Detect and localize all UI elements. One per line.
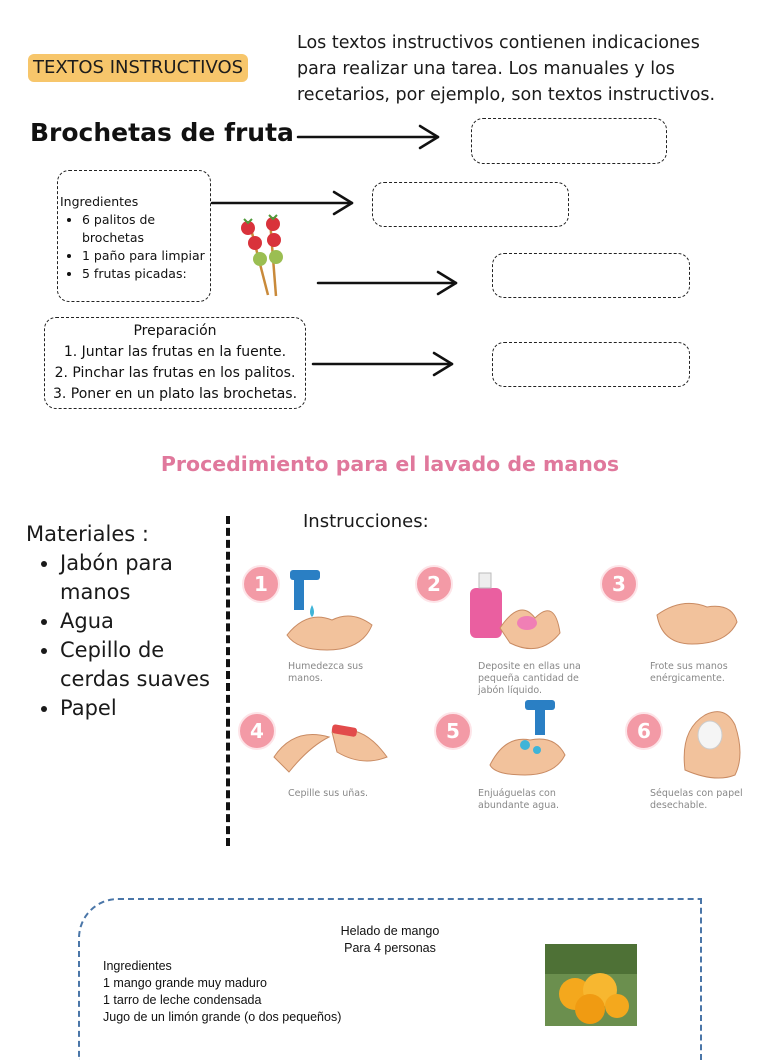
topic-tag: TEXTOS INSTRUCTIVOS [28, 54, 249, 82]
recipe-title: Brochetas de fruta [30, 118, 294, 147]
step-badge: 1 [242, 565, 280, 603]
arrow-right-icon [210, 190, 354, 216]
arrow-right-icon [311, 351, 454, 377]
list-item: 3. Poner en un plato las brochetas. [52, 386, 298, 402]
answer-box-preparation[interactable] [492, 342, 690, 387]
intro-paragraph: Los textos instructivos contienen indica… [297, 33, 716, 105]
paper-towel-hands-icon [683, 711, 741, 779]
preparation-box: Preparación 1. Juntar las frutas en la f… [44, 317, 306, 409]
list-item: 6 palitos de brochetas [82, 211, 210, 247]
ingredients-heading: Ingredientes [103, 959, 172, 973]
step-badge: 5 [434, 712, 472, 750]
helado-title: Helado de mango [340, 924, 440, 938]
faucet-hands-icon [286, 570, 373, 651]
step-badge: 6 [625, 712, 663, 750]
list-item: 2. Pinchar las frutas en los palitos. [54, 365, 296, 381]
step-caption: Séquelas con papel desechable. [650, 788, 743, 811]
list-item: Jugo de un limón grande (o dos pequeños) [103, 1010, 342, 1024]
step-caption: Deposite en ellas una pequeña cantidad d… [478, 661, 581, 696]
ingredients-box: Ingredientes 6 palitos de brochetas 1 pa… [57, 170, 211, 302]
list-item: 1 mango grande muy maduro [103, 976, 267, 990]
recipe-arrows-layer [210, 124, 458, 377]
step-badge: 3 [600, 565, 638, 603]
materials-list-block: Materiales : Jabón para manos Agua Cepil… [26, 520, 210, 723]
list-item: Jabón para manos [60, 549, 210, 607]
preparation-heading: Preparación [133, 323, 217, 339]
section-title: Procedimiento para el lavado de manos [160, 452, 620, 476]
helado-ingredients: Ingredientes 1 mango grande muy maduro 1… [103, 958, 341, 1026]
materials-heading: Materiales : [26, 522, 149, 546]
step-badge: 4 [238, 712, 276, 750]
arrow-right-icon [316, 270, 458, 296]
list-item: 5 frutas picadas: [82, 265, 210, 283]
rubbing-hands-icon [656, 602, 738, 645]
answer-box-image[interactable] [492, 253, 690, 298]
soap-dispenser-icon [470, 572, 561, 650]
list-item: 1. Juntar las frutas en la fuente. [63, 344, 287, 360]
list-item: Papel [60, 694, 210, 723]
mango-ice-cream-image [545, 944, 637, 1026]
helado-subtitle: Para 4 personas [344, 941, 436, 955]
list-item: Cepillo de cerdas suaves [60, 636, 210, 694]
step-badge: 2 [415, 565, 453, 603]
ingredients-list: 6 palitos de brochetas 1 paño para limpi… [58, 211, 210, 283]
arrow-right-icon [296, 124, 440, 150]
mango-ice-cream-recipe: Helado de mango Para 4 personas Ingredie… [78, 898, 702, 1060]
step-caption: Frote sus manos enérgicamente. [650, 661, 728, 684]
nail-brush-icon [273, 724, 388, 773]
list-item: 1 paño para limpiar [82, 247, 210, 265]
vertical-divider [226, 516, 230, 846]
step-caption: Cepille sus uñas. [288, 788, 369, 799]
answer-box-title[interactable] [471, 118, 667, 164]
step-caption: Humedezca sus manos. [288, 661, 364, 684]
list-item: 1 tarro de leche condensada [103, 993, 262, 1007]
list-item: Agua [60, 607, 210, 636]
rinse-hands-icon [489, 700, 566, 776]
step-caption: Enjuáguelas con abundante agua. [478, 788, 560, 811]
ingredients-heading: Ingredientes [60, 194, 139, 209]
fruit-skewer-icon [241, 214, 283, 297]
answer-box-ingredients[interactable] [372, 182, 569, 227]
instructions-heading: Instrucciones: [303, 511, 429, 532]
